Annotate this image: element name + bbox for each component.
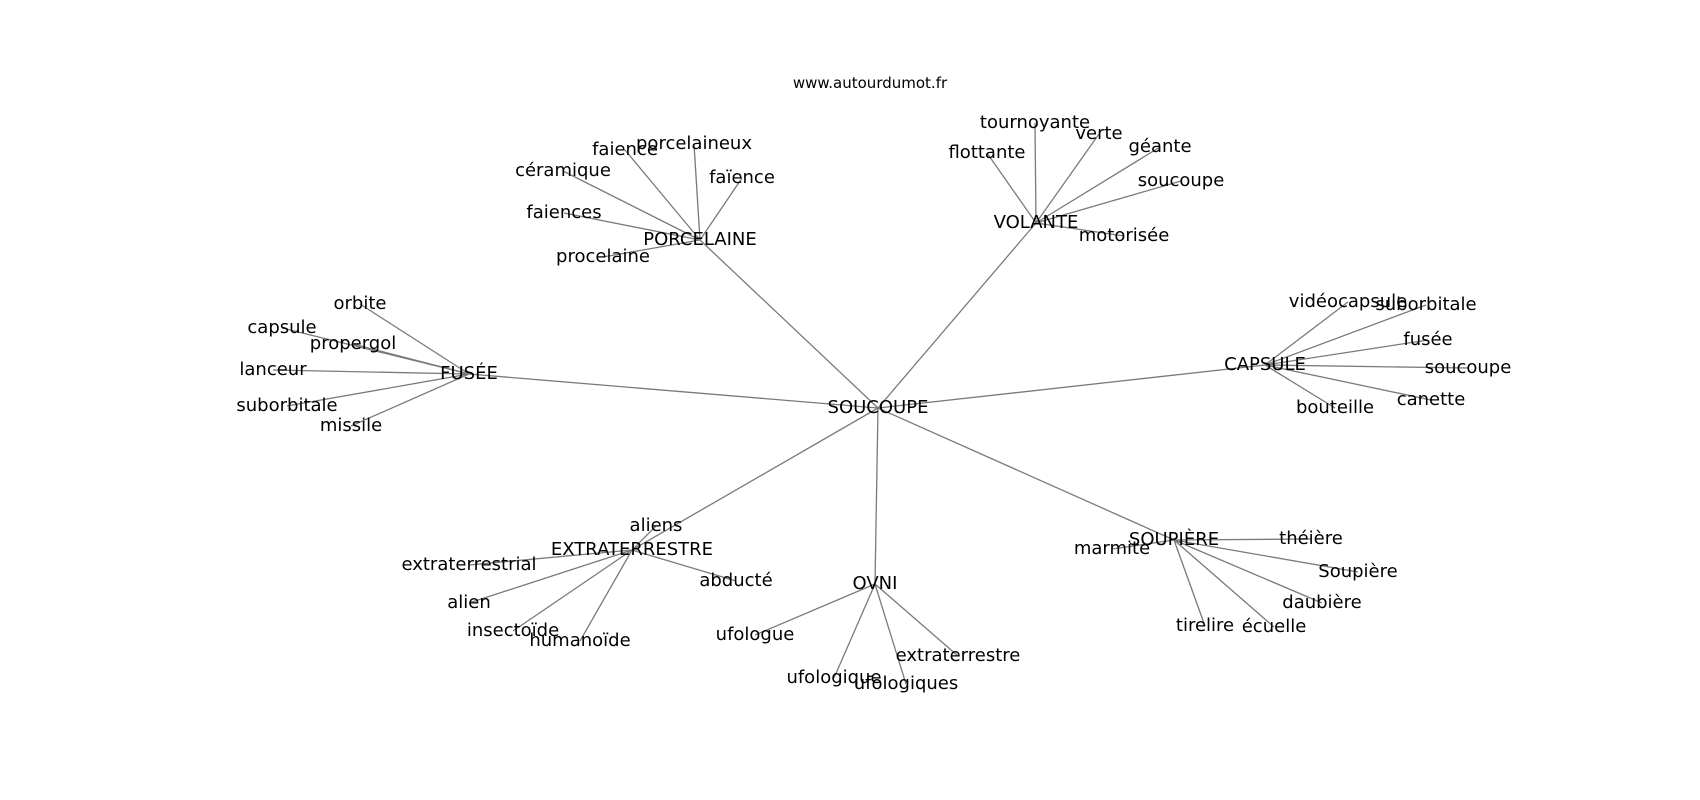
leaf-node: ufologue (716, 624, 795, 645)
leaf-node: tournoyante (980, 112, 1090, 133)
edge-6-5 (1173, 539, 1275, 628)
leaf-node: faïence (709, 167, 775, 188)
edge-4-0 (631, 525, 657, 551)
leaf-node: suborbitale (236, 395, 337, 416)
edge-4-5 (579, 549, 633, 642)
edge-4-1 (468, 549, 633, 566)
edge-3-0 (1264, 301, 1349, 366)
leaf-node: insectoïde (467, 620, 559, 641)
nodes: SOUCOUPE PORCELAINE porcelaineuxfaiencecér… (236, 112, 1511, 694)
hub-node: CAPSULE (1224, 354, 1306, 375)
leaf-node: écuelle (1242, 616, 1307, 637)
leaf-node: verte (1075, 123, 1122, 144)
edge-center-1 (877, 222, 1037, 409)
leaf-node: aliens (630, 515, 683, 536)
leaf-node: missile (320, 415, 382, 436)
source-label: www.autourdumot.fr (793, 74, 948, 92)
edge-0-3 (699, 177, 743, 241)
edge-center-3 (877, 364, 1266, 409)
edge-0-4 (563, 212, 701, 241)
edge-2-5 (350, 373, 470, 427)
leaf-node: procelaine (556, 246, 650, 267)
edge-2-4 (286, 373, 470, 407)
leaf-node: ufologiques (854, 673, 958, 694)
leaf-node: propergol (310, 333, 396, 354)
edge-5-2 (833, 583, 876, 679)
leaf-node: tirelire (1176, 615, 1234, 636)
edge-4-3 (468, 549, 633, 604)
edge-3-1 (1264, 304, 1427, 366)
edge-1-0 (1034, 122, 1037, 224)
edge-0-0 (693, 143, 701, 241)
hub-node: VOLANTE (994, 212, 1079, 233)
edge-0-2 (562, 170, 701, 241)
edges (272, 122, 1469, 685)
hub-node: OVNI (853, 573, 898, 594)
edge-6-0 (1111, 539, 1175, 550)
leaf-node: abducté (699, 570, 772, 591)
edge-1-5 (1035, 222, 1125, 237)
leaf-node: alien (447, 592, 491, 613)
leaf-node: extraterrestrial (401, 554, 536, 575)
edge-5-3 (874, 583, 907, 685)
edge-4-2 (631, 549, 737, 582)
edge-4-4 (512, 549, 633, 632)
leaf-node: Soupière (1318, 561, 1397, 582)
leaf-node: fusée (1403, 329, 1452, 350)
leaf-node: extraterrestre (896, 645, 1021, 666)
edge-6-3 (1173, 539, 1323, 604)
leaf-node: motorisée (1079, 225, 1170, 246)
leaf-node: canette (1397, 389, 1466, 410)
leaf-node: lanceur (239, 359, 307, 380)
hub-node: SOUPIÈRE (1129, 528, 1219, 550)
leaf-node: faiences (526, 202, 601, 223)
leaf-node: suborbitale (1375, 294, 1476, 315)
edge-0-1 (624, 149, 701, 241)
edge-2-0 (359, 303, 470, 375)
center-node: SOUCOUPE (828, 397, 929, 418)
leaf-node: vidéocapsule (1289, 291, 1407, 312)
leaf-node: théière (1279, 528, 1343, 549)
hub-node: FUSÉE (440, 362, 498, 384)
edge-0-5 (602, 239, 701, 258)
leaf-node: porcelaineux (636, 133, 752, 154)
edge-3-4 (1264, 364, 1432, 401)
leaf-node: flottante (948, 142, 1025, 163)
leaf-node: capsule (247, 317, 316, 338)
leaf-node: marmite (1074, 538, 1150, 559)
edge-1-1 (1035, 133, 1100, 224)
edge-5-0 (754, 583, 876, 636)
hub-node: PORCELAINE (643, 229, 756, 250)
edge-1-2 (986, 152, 1037, 224)
leaf-node: ufologique (786, 667, 881, 688)
leaf-node: céramique (515, 160, 611, 181)
leaf-node: soucoupe (1425, 357, 1512, 378)
edge-center-6 (877, 407, 1175, 541)
edge-6-2 (1173, 539, 1359, 573)
edge-2-3 (272, 369, 470, 375)
leaf-node: orbite (334, 293, 387, 314)
edge-5-1 (874, 583, 959, 657)
edge-3-3 (1264, 364, 1469, 369)
edge-1-4 (1035, 180, 1182, 224)
edge-3-2 (1264, 339, 1429, 366)
edge-2-2 (352, 343, 470, 375)
edge-center-4 (631, 407, 879, 551)
edge-6-1 (1173, 538, 1312, 541)
hub-node: EXTRATERRESTRE (551, 539, 713, 560)
edge-6-4 (1173, 539, 1206, 627)
leaf-node: daubière (1282, 592, 1361, 613)
edge-1-3 (1035, 146, 1161, 224)
leaf-node: géante (1128, 136, 1191, 157)
leaf-node: bouteille (1296, 397, 1374, 418)
edge-center-2 (468, 373, 879, 409)
leaf-node: soucoupe (1138, 170, 1225, 191)
edge-center-5 (874, 407, 879, 585)
leaf-node: humanoïde (529, 630, 630, 651)
leaf-node: faience (592, 139, 658, 160)
edge-center-0 (699, 239, 879, 409)
edge-3-5 (1264, 364, 1336, 409)
